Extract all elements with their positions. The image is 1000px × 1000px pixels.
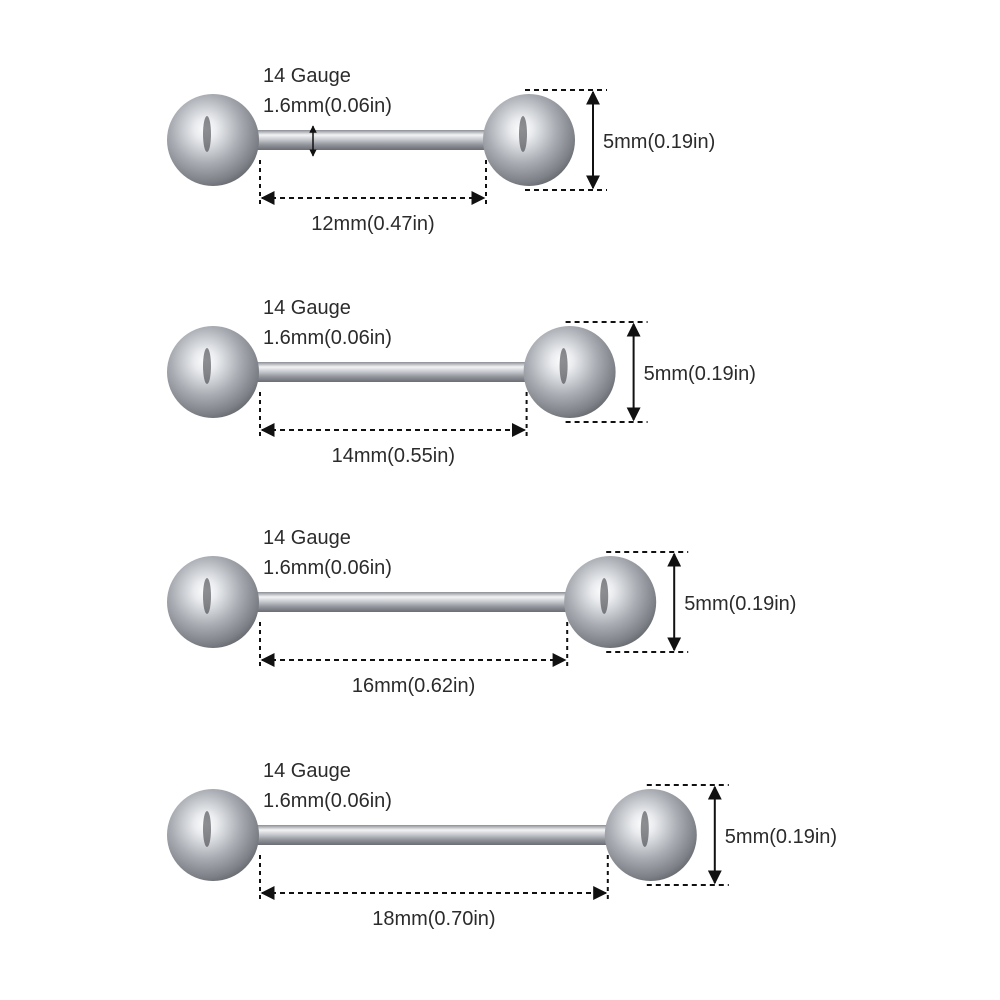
- ball-size-label: 5mm(0.19in): [644, 363, 756, 385]
- gauge-label: 14 Gauge: [263, 297, 351, 319]
- left-ball-highlight: [203, 811, 211, 847]
- ball-size-label: 5mm(0.19in): [603, 131, 715, 153]
- left-ball-highlight: [203, 116, 211, 152]
- barbell-12mm: 14 Gauge 1.6mm(0.06in) 12mm(0.47in) 5mm(0.1…: [167, 65, 715, 235]
- right-ball: [523, 326, 616, 418]
- thickness-label: 1.6mm(0.06in): [263, 790, 392, 812]
- left-ball: [167, 94, 259, 186]
- right-ball-highlight: [519, 116, 527, 152]
- thickness-label: 1.6mm(0.06in): [263, 95, 392, 117]
- bar-shaft: [213, 592, 611, 612]
- left-ball: [167, 326, 259, 418]
- thickness-label: 1.6mm(0.06in): [263, 557, 392, 579]
- barbell-18mm: 14 Gauge 1.6mm(0.06in) 18mm(0.70in) 5mm(0.1…: [167, 760, 837, 930]
- gauge-label: 14 Gauge: [263, 527, 351, 549]
- bar-shaft: [213, 825, 651, 845]
- bar-shaft: [213, 130, 529, 150]
- length-label: 14mm(0.55in): [332, 445, 455, 467]
- left-ball: [167, 789, 259, 881]
- left-ball-highlight: [203, 348, 211, 384]
- right-ball: [564, 556, 657, 648]
- length-label: 18mm(0.70in): [372, 908, 495, 930]
- ball-size-label: 5mm(0.19in): [684, 593, 796, 615]
- barbell-16mm: 14 Gauge 1.6mm(0.06in) 16mm(0.62in) 5mm(0.1…: [167, 527, 796, 697]
- right-ball: [604, 789, 697, 881]
- left-ball-highlight: [203, 578, 211, 614]
- right-ball-highlight: [640, 811, 649, 847]
- ball-size-label: 5mm(0.19in): [725, 826, 837, 848]
- thickness-label: 1.6mm(0.06in): [263, 327, 392, 349]
- bar-shaft: [213, 362, 570, 382]
- right-ball-highlight: [600, 578, 609, 614]
- length-label: 12mm(0.47in): [311, 213, 434, 235]
- right-ball: [483, 94, 575, 186]
- barbell-14mm: 14 Gauge 1.6mm(0.06in) 14mm(0.55in) 5mm(0.1…: [167, 297, 756, 467]
- gauge-label: 14 Gauge: [263, 760, 351, 782]
- right-ball-highlight: [559, 348, 568, 384]
- length-label: 16mm(0.62in): [352, 675, 475, 697]
- gauge-label: 14 Gauge: [263, 65, 351, 87]
- left-ball: [167, 556, 259, 648]
